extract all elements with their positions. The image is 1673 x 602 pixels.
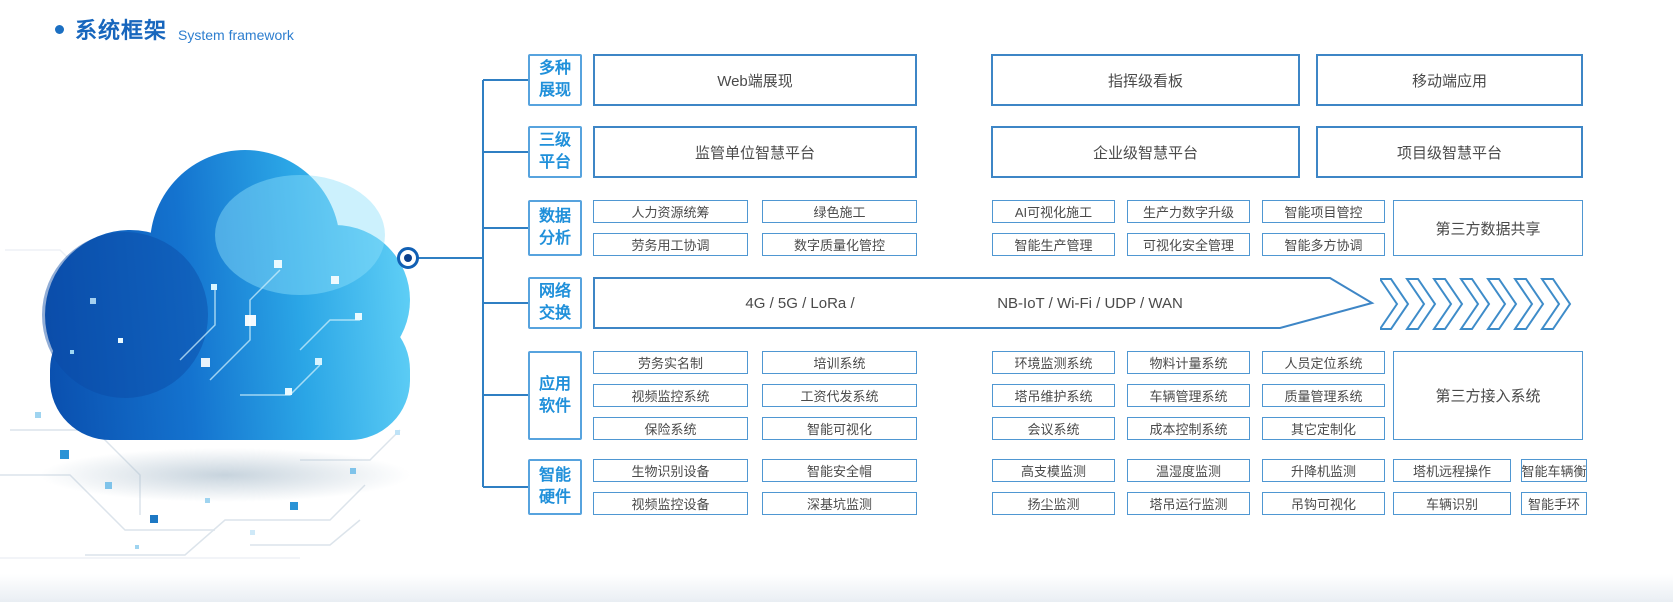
label-line: 网络: [538, 283, 571, 301]
app-software-box: 人员定位系统: [1262, 351, 1385, 374]
smart-hardware-box: 吊钩可视化: [1262, 492, 1385, 515]
smart-hardware-box: 高支模监测: [992, 459, 1115, 482]
app-software-box: 物料计量系统: [1127, 351, 1250, 374]
smart-hardware-box: 温湿度监测: [1127, 459, 1250, 482]
smart-hardware-box: 深基坑监测: [762, 492, 917, 515]
label-line: 分析: [538, 230, 571, 247]
data-analysis-box: 可视化安全管理: [1127, 233, 1250, 256]
label-line: 硬件: [538, 489, 571, 506]
box-web-display: Web端展现: [593, 54, 917, 106]
label-line: 展现: [538, 82, 571, 99]
data-analysis-box: 生产力数字升级: [1127, 200, 1250, 223]
box-supervision-platform: 监管单位智慧平台: [593, 126, 917, 178]
branch-label-platform: 三级 平台: [528, 126, 582, 178]
cloud-shadow: [40, 448, 410, 502]
label-line: 应用: [538, 375, 571, 393]
data-analysis-box: AI可视化施工: [992, 200, 1115, 223]
branch-label-software: 应用 软件: [528, 351, 582, 440]
scatter-squares: [35, 412, 400, 549]
label-line: 软件: [538, 397, 571, 415]
label-line: 三级: [538, 132, 571, 150]
app-software-box: 智能可视化: [762, 417, 917, 440]
app-software-box: 视频监控系统: [593, 384, 748, 407]
label-line: 智能: [538, 467, 571, 485]
box-mobile-app: 移动端应用: [1316, 54, 1583, 106]
data-analysis-box: 劳务用工协调: [593, 233, 748, 256]
box-third-party-data: 第三方数据共享: [1393, 200, 1583, 256]
data-analysis-box: 绿色施工: [762, 200, 917, 223]
cloud-graphic: [0, 150, 410, 559]
network-protocols-left: 4G / 5G / LoRa /: [745, 294, 855, 312]
smart-hardware-box: 智能手环: [1521, 492, 1587, 515]
smart-hardware-box: 智能安全帽: [762, 459, 917, 482]
chevron-right-icon: [1432, 278, 1464, 330]
page-title: 系统框架 System framework: [55, 13, 294, 45]
app-software-box: 环境监测系统: [992, 351, 1115, 374]
title-en: System framework: [178, 27, 294, 43]
cloud-body: [45, 150, 410, 440]
label-line: 多种: [538, 60, 571, 78]
bullet-icon: [55, 24, 64, 34]
cloud-highlight: [215, 175, 385, 295]
bottom-edge-shade: [0, 574, 1673, 602]
app-software-box: 车辆管理系统: [1127, 384, 1250, 407]
label-line: 数据: [538, 208, 571, 226]
smart-hardware-box: 塔吊运行监测: [1127, 492, 1250, 515]
smart-hardware-box: 扬尘监测: [992, 492, 1115, 515]
label-line: 平台: [538, 154, 571, 171]
smart-hardware-box: 生物识别设备: [593, 459, 748, 482]
box-command-board: 指挥级看板: [991, 54, 1300, 106]
smart-hardware-box: 车辆识别: [1393, 492, 1511, 515]
ground-circuit-lines: [0, 249, 401, 559]
smart-hardware-box: 视频监控设备: [593, 492, 748, 515]
cloud-circuit-lines: [179, 269, 360, 396]
data-analysis-box: 数字质量化管控: [762, 233, 917, 256]
box-third-party-access: 第三方接入系统: [1393, 351, 1583, 440]
app-software-box: 塔吊维护系统: [992, 384, 1115, 407]
app-software-box: 质量管理系统: [1262, 384, 1385, 407]
app-software-box: 会议系统: [992, 417, 1115, 440]
app-software-box: 保险系统: [593, 417, 748, 440]
chevron-right-icon: [1459, 278, 1491, 330]
chevron-right-icon: [1513, 278, 1545, 330]
branch-label-network: 网络 交换: [528, 277, 582, 329]
network-protocols-right: NB-IoT / Wi-Fi / UDP / WAN: [997, 294, 1183, 312]
branch-label-display: 多种 展现: [528, 54, 582, 106]
cloud-node-icon: [397, 247, 419, 269]
chevron-right-icon: [1405, 278, 1437, 330]
app-software-box: 成本控制系统: [1127, 417, 1250, 440]
box-enterprise-platform: 企业级智慧平台: [991, 126, 1300, 178]
title-zh: 系统框架: [75, 18, 168, 43]
smart-hardware-box: 塔机远程操作: [1393, 459, 1511, 482]
network-band-shape: [593, 277, 1375, 329]
chevron-right-icon: [1486, 278, 1518, 330]
app-software-box: 工资代发系统: [762, 384, 917, 407]
cloud-circuit-nodes: [70, 260, 362, 395]
data-analysis-box: 智能项目管控: [1262, 200, 1385, 223]
chevron-right-icon: [1540, 278, 1572, 330]
cloud-dark-lobe: [42, 232, 208, 398]
smart-hardware-box: 智能车辆衡: [1521, 459, 1587, 482]
label-line: 交换: [538, 305, 571, 322]
network-band: 4G / 5G / LoRa / NB-IoT / Wi-Fi / UDP / …: [593, 277, 1393, 329]
smart-hardware-box: 升降机监测: [1262, 459, 1385, 482]
branch-label-hardware: 智能 硬件: [528, 459, 582, 515]
data-analysis-box: 智能多方协调: [1262, 233, 1385, 256]
app-software-box: 其它定制化: [1262, 417, 1385, 440]
box-project-platform: 项目级智慧平台: [1316, 126, 1583, 178]
branch-label-data: 数据 分析: [528, 200, 582, 256]
chevron-arrows: [1380, 278, 1572, 330]
data-analysis-box: 智能生产管理: [992, 233, 1115, 256]
data-analysis-box: 人力资源统筹: [593, 200, 748, 223]
app-software-box: 培训系统: [762, 351, 917, 374]
app-software-box: 劳务实名制: [593, 351, 748, 374]
